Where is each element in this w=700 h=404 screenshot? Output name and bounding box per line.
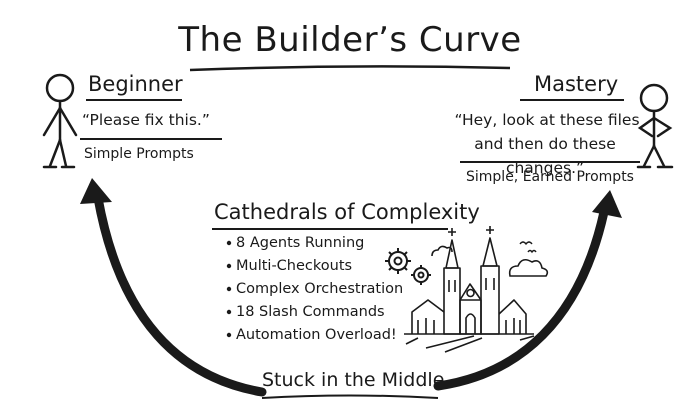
stuck-in-the-middle-label: Stuck in the Middle bbox=[262, 369, 445, 391]
title-underline bbox=[189, 65, 511, 72]
bird-icon bbox=[519, 241, 537, 254]
beginner-quote-underline bbox=[80, 138, 222, 140]
right-arrowhead-icon bbox=[592, 190, 622, 218]
gear-icon bbox=[385, 248, 431, 285]
middle-heading-underline bbox=[212, 228, 448, 230]
mastery-quote-line-2: and then do these changes.” bbox=[474, 135, 616, 177]
middle-underline bbox=[261, 394, 439, 399]
list-item: Complex Orchestration bbox=[236, 281, 404, 297]
mastery-heading: Mastery bbox=[534, 72, 619, 96]
mastery-quote-line-1: “Hey, look at these files bbox=[454, 111, 640, 129]
mastery-heading-underline bbox=[520, 99, 624, 101]
beginner-caption: Simple Prompts bbox=[84, 146, 194, 162]
mastery-stick-figure-icon bbox=[636, 83, 674, 169]
page-title: The Builder’s Curve bbox=[178, 20, 522, 60]
list-item: Automation Overload! bbox=[236, 327, 397, 343]
cathedral-icon bbox=[404, 226, 535, 353]
left-arrowhead-icon bbox=[80, 178, 112, 204]
cloud-icon bbox=[431, 245, 549, 277]
list-bullets bbox=[226, 240, 232, 338]
list-item: 18 Slash Commands bbox=[236, 304, 385, 320]
beginner-quote: “Please fix this.” bbox=[82, 111, 210, 129]
beginner-heading: Beginner bbox=[88, 72, 183, 96]
list-item: Multi-Checkouts bbox=[236, 258, 353, 274]
list-item: 8 Agents Running bbox=[236, 235, 365, 251]
mastery-caption: Simple, Earned Prompts bbox=[466, 169, 634, 185]
middle-heading: Cathedrals of Complexity bbox=[214, 200, 480, 224]
right-arrow-icon bbox=[433, 207, 609, 391]
mastery-quote-underline bbox=[460, 161, 640, 163]
beginner-heading-underline bbox=[86, 99, 182, 101]
beginner-stick-figure-icon bbox=[42, 73, 78, 169]
left-arrow-icon bbox=[93, 193, 267, 397]
